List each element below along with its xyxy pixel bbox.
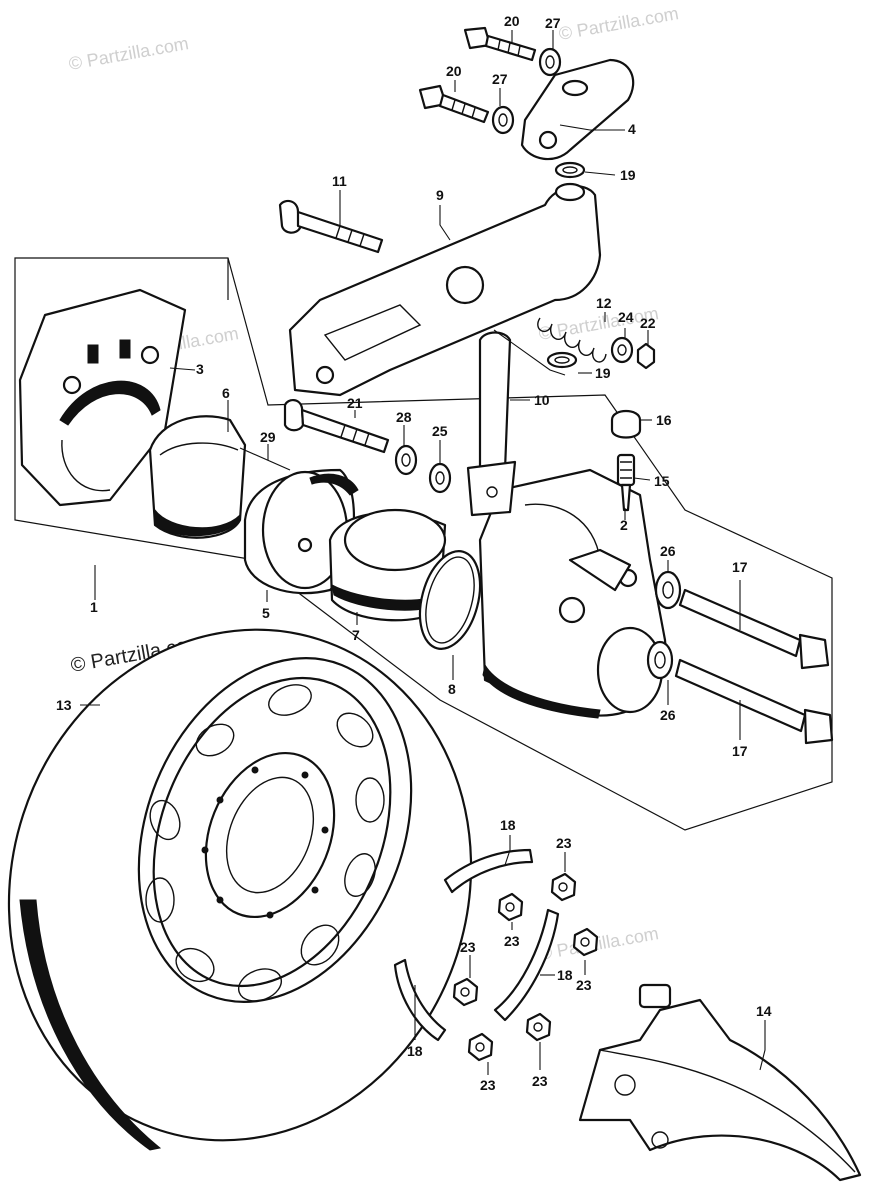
callout-1: 1 — [90, 599, 98, 615]
watermark-text: © Partzilla.com — [67, 33, 190, 74]
callout-29: 29 — [260, 429, 276, 445]
callout-3: 3 — [196, 361, 204, 377]
brake-caliper-icon — [478, 468, 667, 719]
callout-22: 22 — [640, 315, 656, 331]
callout-26: 26 — [660, 543, 676, 559]
callout-19: 19 — [595, 365, 611, 381]
callout-6: 6 — [222, 385, 230, 401]
bolts-icon — [278, 26, 834, 745]
callout-16: 16 — [656, 412, 672, 428]
piston-icon — [243, 468, 482, 650]
washers-icon — [394, 47, 682, 680]
callout-12: 12 — [596, 295, 612, 311]
callout-20: 20 — [446, 63, 462, 79]
callout-23: 23 — [460, 939, 476, 955]
callout-19: 19 — [620, 167, 636, 183]
nuts-icon — [452, 872, 599, 1062]
callout-8: 8 — [448, 681, 456, 697]
callout-28: 28 — [396, 409, 412, 425]
callout-9: 9 — [436, 187, 444, 203]
callout-23: 23 — [576, 977, 592, 993]
callout-23: 23 — [532, 1073, 548, 1089]
callout-23: 23 — [480, 1077, 496, 1093]
callout-26: 26 — [660, 707, 676, 723]
callout-23: 23 — [504, 933, 520, 949]
callout-25: 25 — [432, 423, 448, 439]
lock-washers-icon — [393, 848, 560, 1042]
brake-pads-icon — [18, 288, 247, 539]
callout-11: 11 — [332, 173, 347, 189]
callout-20: 20 — [504, 13, 520, 29]
caliper-mount-bracket-icon — [520, 58, 635, 161]
pin-icon — [239, 447, 291, 471]
callout-13: 13 — [56, 697, 72, 713]
callout-15: 15 — [654, 473, 670, 489]
callout-24: 24 — [618, 309, 634, 325]
callout-18: 18 — [500, 817, 516, 833]
callout-17: 17 — [732, 559, 748, 575]
brake-disc-icon — [7, 628, 473, 1151]
callout-17: 17 — [732, 743, 748, 759]
callout-18: 18 — [557, 967, 573, 983]
callout-4: 4 — [628, 121, 636, 137]
callout-14: 14 — [756, 1003, 772, 1019]
callout-27: 27 — [545, 15, 561, 31]
callout-18: 18 — [407, 1043, 423, 1059]
disc-guard-icon — [578, 983, 862, 1182]
watermark-text: © Partzilla.com — [557, 3, 680, 44]
callout-2: 2 — [620, 517, 628, 533]
leader-lines — [80, 30, 766, 1075]
callout-7: 7 — [352, 627, 360, 643]
callout-23: 23 — [556, 835, 572, 851]
bleeder-valve-icon — [610, 409, 642, 512]
callout-21: 21 — [347, 395, 363, 411]
assembly-outline — [14, 257, 833, 831]
caliper-bracket-icon — [288, 182, 602, 397]
callout-27: 27 — [492, 71, 508, 87]
callout-labels: 20 27 20 27 4 19 11 9 12 24 22 3 19 6 10… — [56, 13, 772, 1093]
callout-10: 10 — [534, 392, 550, 408]
callout-5: 5 — [262, 605, 270, 621]
